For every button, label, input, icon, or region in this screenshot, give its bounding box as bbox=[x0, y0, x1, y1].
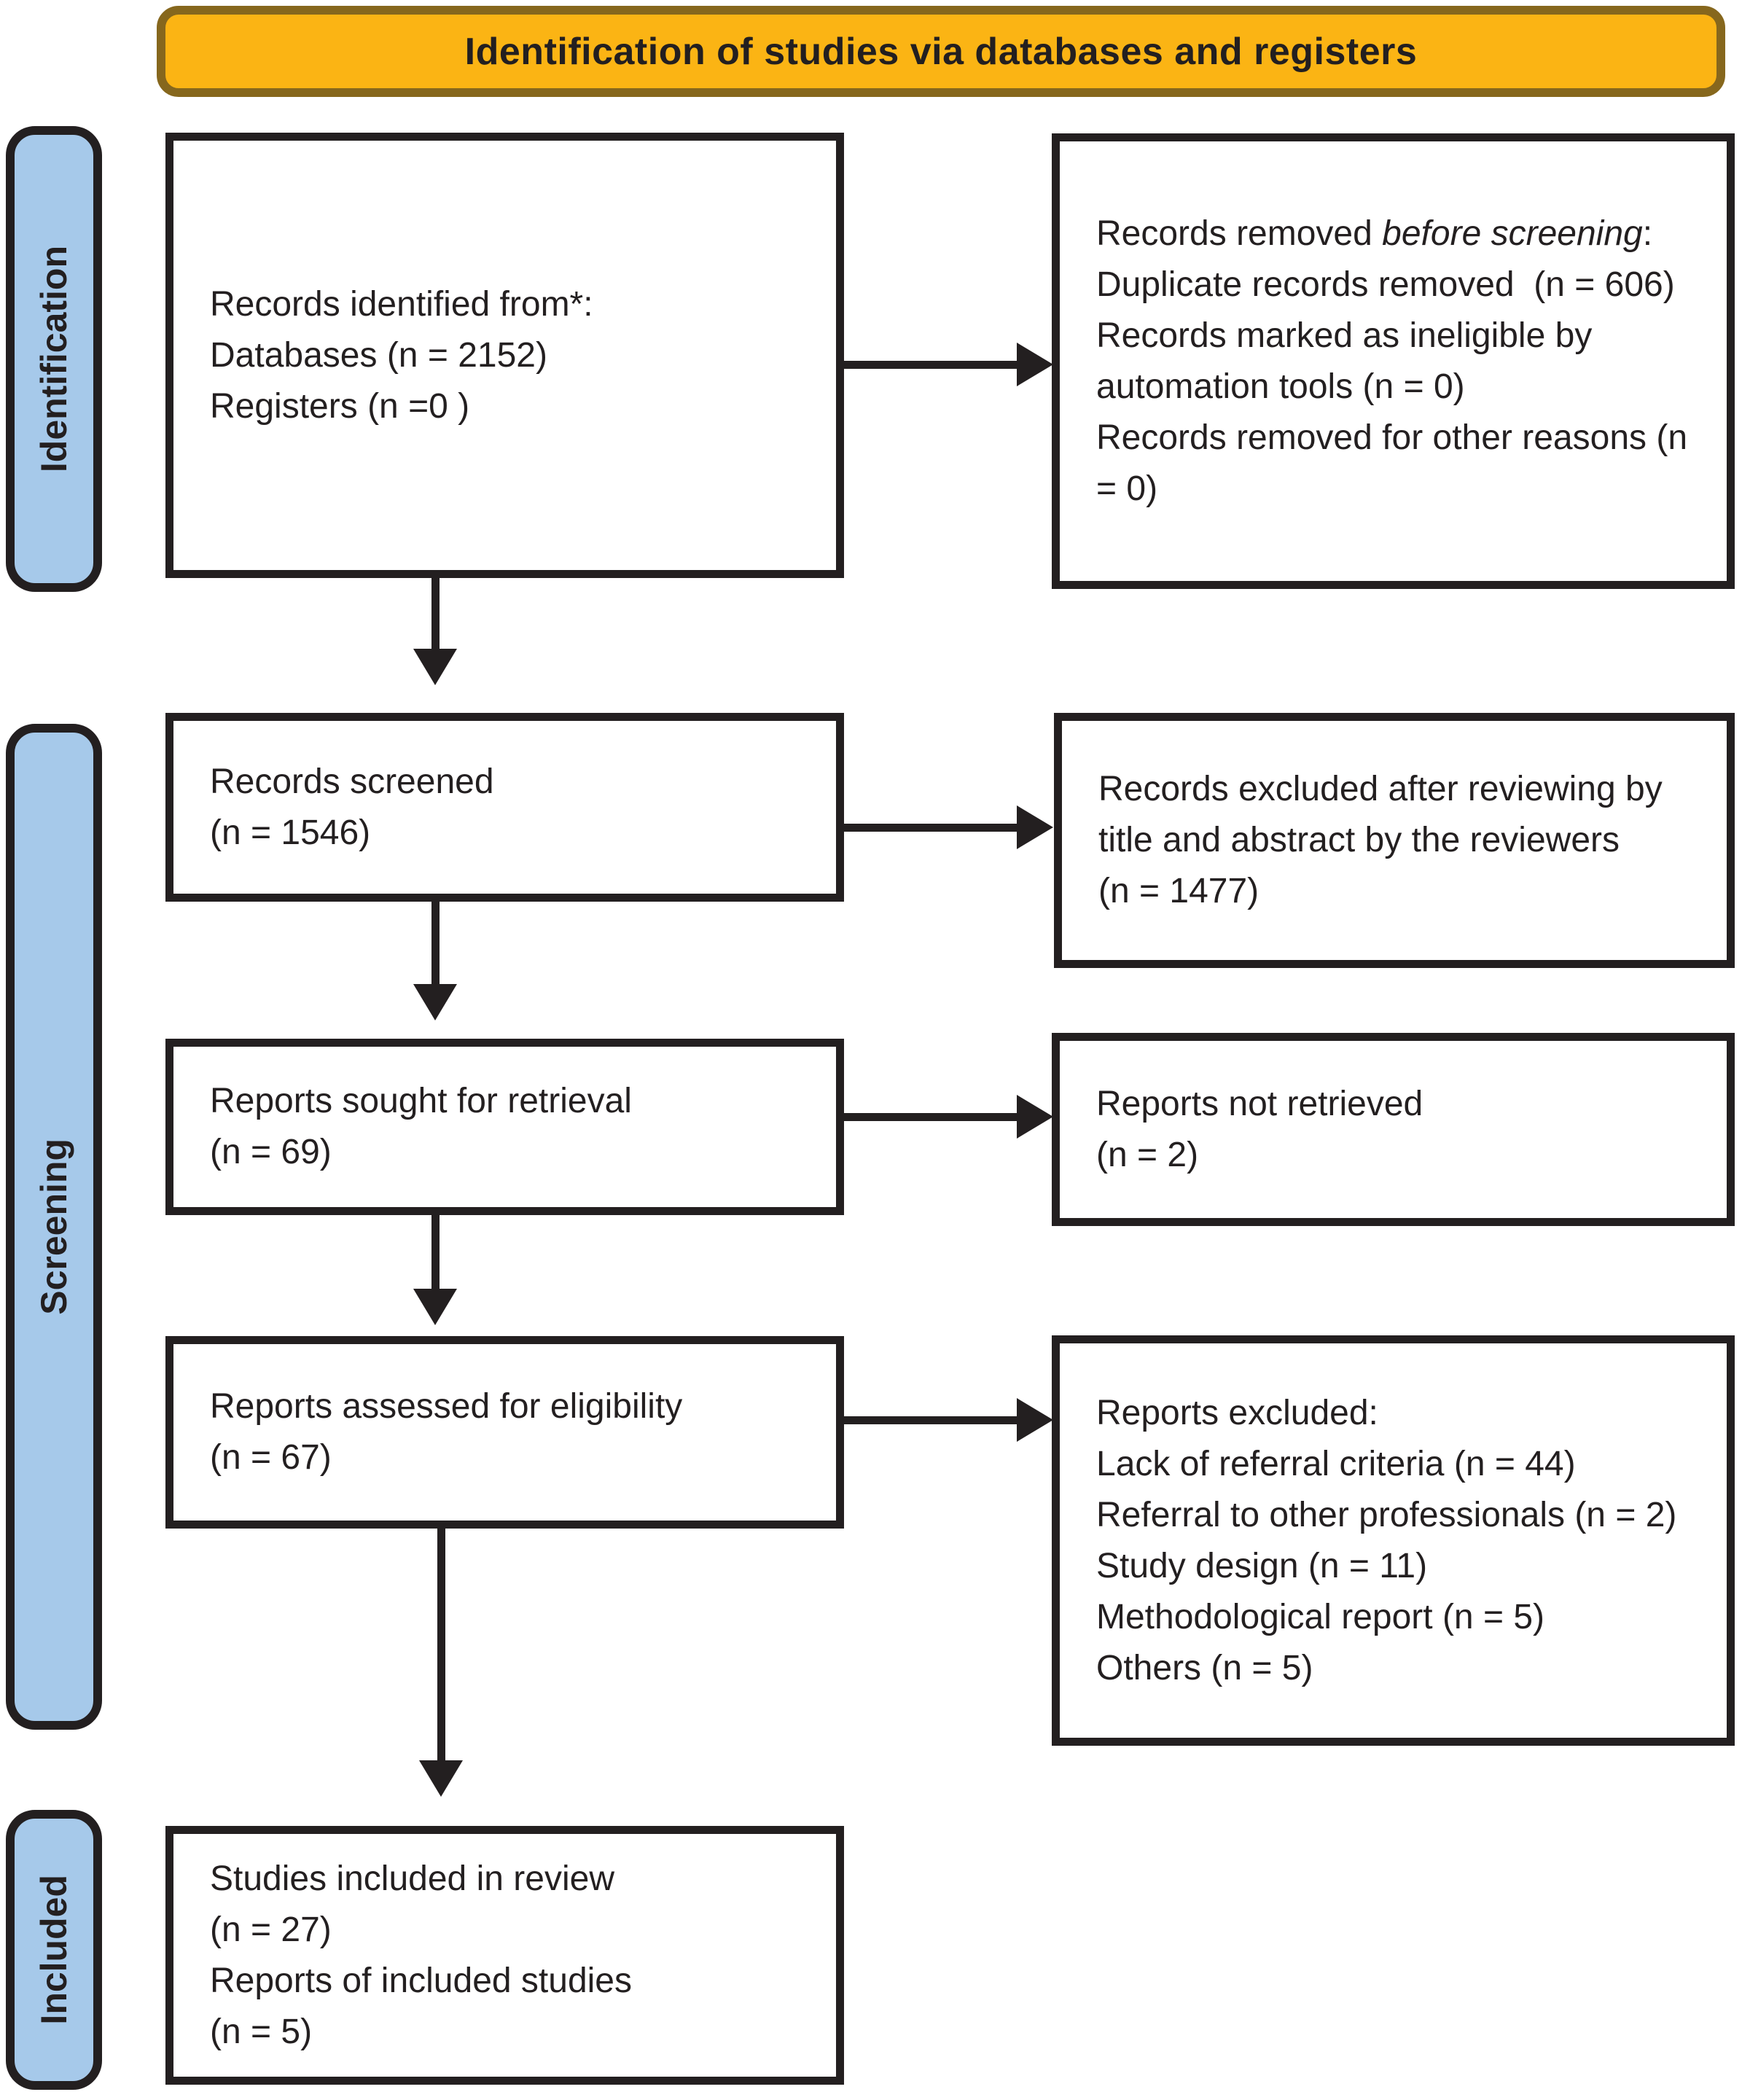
title-banner-label: Identification of studies via databases … bbox=[464, 30, 1418, 73]
arrow-right-icon bbox=[1017, 805, 1053, 849]
box-reports-not-retrieved: Reports not retrieved (n = 2) bbox=[1052, 1033, 1735, 1226]
arrow-right-icon bbox=[1017, 1398, 1053, 1442]
box-records-screened-line: (n = 1546) bbox=[210, 813, 371, 852]
box-records-removed-line: Duplicate records removed (n = 606) bbox=[1096, 265, 1675, 304]
box-reports-excluded-line: Lack of referral criteria (n = 44) bbox=[1096, 1444, 1576, 1483]
box-reports-excluded-line: Reports excluded: bbox=[1096, 1393, 1378, 1432]
box-reports-excluded-line: Others (n = 5) bbox=[1096, 1648, 1313, 1687]
box-reports-excluded-line: Study design (n = 11) bbox=[1096, 1546, 1428, 1585]
box-reports-excluded-line: Referral to other professionals (n = 2) bbox=[1096, 1495, 1677, 1534]
arrow-right-icon bbox=[1017, 1095, 1053, 1139]
arrow-right-icon bbox=[1017, 343, 1053, 386]
box-reports-sought-line: (n = 69) bbox=[210, 1133, 332, 1171]
box-records-removed: Records removed before screening: Duplic… bbox=[1052, 133, 1735, 589]
arrow-stem bbox=[431, 902, 440, 984]
box-records-removed-intro: Records removed before screening: bbox=[1096, 208, 1699, 259]
box-records-identified-line: Records identified from*: bbox=[210, 284, 593, 324]
box-reports-excluded-line: Methodological report (n = 5) bbox=[1096, 1597, 1544, 1636]
stage-bar-screening: Screening bbox=[6, 724, 102, 1730]
box-reports-assessed-line: Reports assessed for eligibility bbox=[210, 1387, 683, 1426]
box-studies-included-line: Studies included in review bbox=[210, 1859, 614, 1898]
box-reports-not-retrieved-line: Reports not retrieved bbox=[1096, 1084, 1423, 1123]
stage-bar-identification: Identification bbox=[6, 126, 102, 592]
box-records-screened: Records screened (n = 1546) bbox=[165, 713, 844, 902]
arrow-stem bbox=[431, 1215, 440, 1289]
arrow-down-icon bbox=[413, 984, 457, 1020]
arrow-stem bbox=[843, 361, 1017, 369]
stage-bar-included: Included bbox=[6, 1810, 102, 2090]
arrow-down-icon bbox=[413, 1289, 457, 1325]
box-reports-excluded: Reports excluded: Lack of referral crite… bbox=[1052, 1335, 1735, 1746]
box-reports-not-retrieved-line: (n = 2) bbox=[1096, 1135, 1199, 1174]
box-records-removed-line: Records removed for other reasons (n = 0… bbox=[1096, 418, 1698, 508]
box-records-removed-intro-suffix: : bbox=[1642, 214, 1653, 253]
box-records-excluded-line: Records excluded after reviewing by titl… bbox=[1098, 770, 1673, 859]
title-banner: Identification of studies via databases … bbox=[157, 6, 1725, 97]
box-records-excluded-line: (n = 1477) bbox=[1098, 872, 1259, 910]
arrow-down-icon bbox=[419, 1760, 463, 1797]
box-records-excluded: Records excluded after reviewing by titl… bbox=[1054, 713, 1735, 968]
box-reports-sought: Reports sought for retrieval (n = 69) bbox=[165, 1039, 844, 1215]
box-records-removed-intro-regular: Records removed bbox=[1096, 214, 1383, 253]
box-records-identified-line: Databases (n = 2152) bbox=[210, 335, 547, 375]
arrow-stem bbox=[843, 824, 1017, 832]
stage-label-included: Included bbox=[34, 1875, 74, 2025]
arrow-down-icon bbox=[413, 649, 457, 685]
stage-label-identification: Identification bbox=[34, 245, 74, 473]
box-studies-included-line: (n = 27) bbox=[210, 1910, 332, 1949]
box-studies-included: Studies included in review (n = 27) Repo… bbox=[165, 1826, 844, 2085]
stage-label-screening: Screening bbox=[34, 1139, 74, 1315]
box-records-identified-line: Registers (n =0 ) bbox=[210, 386, 470, 426]
box-records-removed-line: Records marked as ineligible by automati… bbox=[1096, 316, 1602, 406]
arrow-stem bbox=[843, 1113, 1017, 1121]
arrow-stem bbox=[843, 1416, 1017, 1424]
box-reports-assessed: Reports assessed for eligibility (n = 67… bbox=[165, 1336, 844, 1529]
box-studies-included-line: Reports of included studies bbox=[210, 1961, 632, 2000]
box-records-screened-line: Records screened bbox=[210, 762, 494, 801]
box-records-removed-intro-italic: before screening bbox=[1382, 214, 1643, 253]
box-reports-sought-line: Reports sought for retrieval bbox=[210, 1082, 632, 1120]
box-studies-included-line: (n = 5) bbox=[210, 2012, 313, 2051]
box-records-identified: Records identified from*: Databases (n =… bbox=[165, 133, 844, 578]
arrow-stem bbox=[437, 1529, 445, 1760]
arrow-stem bbox=[431, 578, 440, 649]
box-reports-assessed-line: (n = 67) bbox=[210, 1438, 332, 1477]
